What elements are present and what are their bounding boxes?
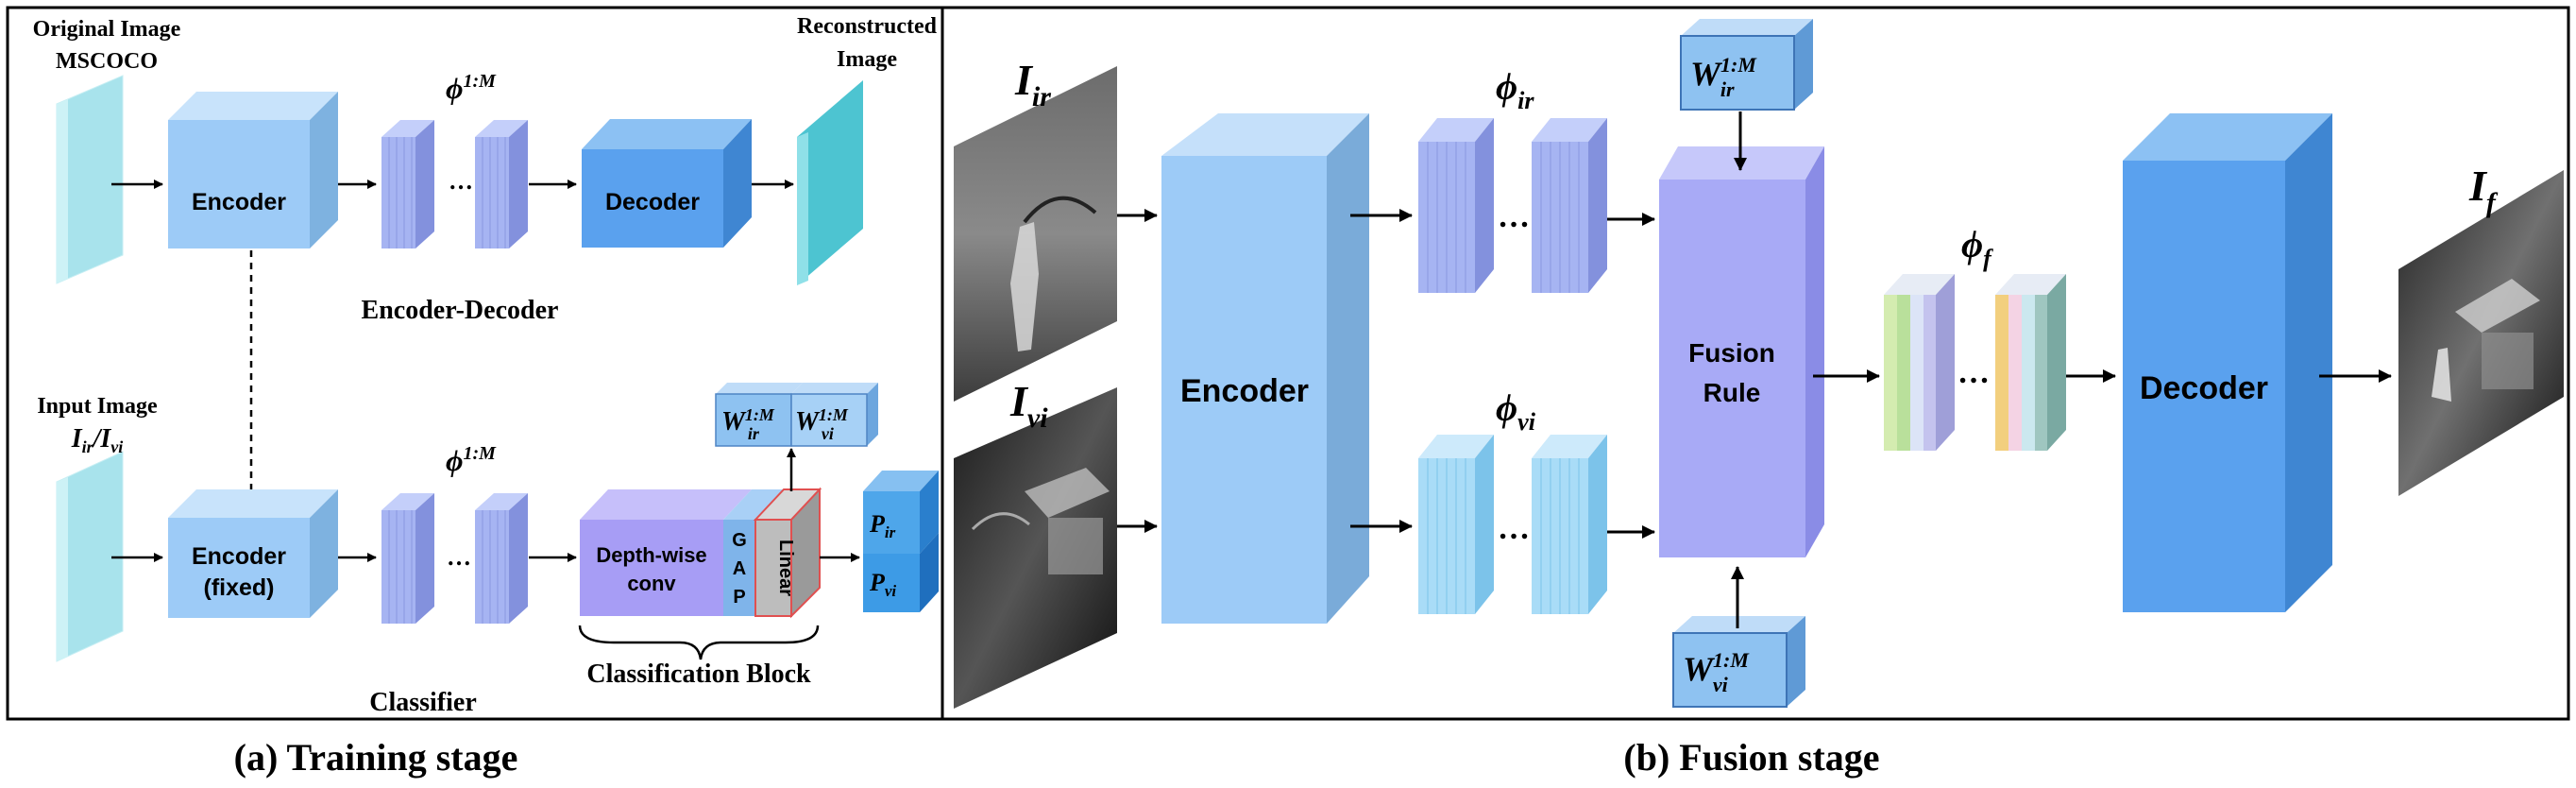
depthwise-label-2: conv <box>627 572 676 595</box>
w-vi-box-b <box>1672 616 1805 708</box>
gap-label-a: A <box>733 558 746 579</box>
linear-label: Linear <box>775 540 796 596</box>
dots-bottom-a: … <box>447 543 471 571</box>
dots-top-a: … <box>449 167 473 195</box>
feature-stack-bottom-1 <box>381 493 434 624</box>
encoder-decoder-label: Encoder-Decoder <box>362 296 559 325</box>
gap-label-p: P <box>733 587 745 608</box>
encoder-block-top <box>168 92 338 248</box>
p-ir-box <box>863 471 939 554</box>
feature-stack-top-1 <box>381 120 434 248</box>
p-ir-label: Pir <box>869 510 896 541</box>
phi-bottom-label: ϕ1:M <box>446 443 497 477</box>
input-formula: Iir/Ivi <box>71 424 124 456</box>
w-ir-box-a <box>715 383 803 447</box>
i-f-label: If <box>2468 162 2499 218</box>
dots-phi-vi: … <box>1498 511 1530 546</box>
i-vi-label: Ivi <box>1009 377 1048 434</box>
classification-brace <box>578 625 820 660</box>
caption-a: (a) Training stage <box>234 736 518 779</box>
linear-block <box>753 487 822 619</box>
phi-f-label: ϕf <box>1961 223 1993 272</box>
visible-image <box>954 387 1117 709</box>
phi-f-stack-1 <box>1884 274 1955 451</box>
gap-label-g: G <box>732 530 747 551</box>
phi-ir-stack-2 <box>1532 118 1607 293</box>
phi-vi-label: ϕvi <box>1496 386 1536 436</box>
encoder-fixed-label-1: Encoder <box>192 543 286 570</box>
w-ir-box-b <box>1680 19 1813 111</box>
decoder-label-fusion: Decoder <box>2140 370 2268 406</box>
classification-block-label: Classification Block <box>586 660 811 689</box>
phi-vi-stack-2 <box>1532 435 1607 614</box>
p-vi-box <box>863 533 939 612</box>
encoder-label-top: Encoder <box>192 189 286 215</box>
original-image-label-2: MSCOCO <box>56 49 158 74</box>
encoder-fixed-label-2: (fixed) <box>204 574 275 601</box>
phi-vi-stack-1 <box>1418 435 1494 614</box>
fusion-rule-label-1: Fusion <box>1688 338 1775 368</box>
encoder-label-fusion: Encoder <box>1180 373 1309 409</box>
input-image-label: Input Image <box>37 394 158 419</box>
phi-top-label: ϕ1:M <box>446 71 497 105</box>
caption-b: (b) Fusion stage <box>1623 736 1879 779</box>
decoder-block-top <box>582 119 752 248</box>
feature-stack-top-2 <box>475 120 528 248</box>
encoder-fixed-block <box>168 489 338 618</box>
decoder-label-top: Decoder <box>605 189 700 215</box>
depthwise-label-1: Depth-wise <box>596 543 706 567</box>
gap-block <box>723 489 784 616</box>
classifier-label: Classifier <box>369 688 477 717</box>
dots-phi-f: … <box>1957 355 1990 390</box>
phi-ir-label: ϕir <box>1496 65 1534 114</box>
original-image-slab <box>56 75 124 284</box>
phi-f-stack-2 <box>1995 274 2066 451</box>
decoder-block-fusion <box>2123 113 2332 612</box>
fused-image <box>2398 170 2564 496</box>
feature-stack-bottom-2 <box>475 493 528 624</box>
reconstructed-label-1: Reconstructed <box>797 14 938 39</box>
fusion-rule-block <box>1659 146 1824 557</box>
i-ir-label: Iir <box>1014 56 1051 112</box>
reconstructed-label-2: Image <box>837 47 897 72</box>
phi-ir-stack-1 <box>1418 118 1494 293</box>
encoder-block-fusion <box>1161 113 1369 624</box>
depthwise-conv-block <box>580 489 752 616</box>
panel-b-frame <box>941 6 2570 721</box>
w-vi-box-a <box>790 383 878 447</box>
fusion-rule-label-2: Rule <box>1703 378 1761 407</box>
input-image-slab <box>56 451 124 662</box>
dots-phi-ir: … <box>1498 199 1530 234</box>
p-vi-label: Pvi <box>869 569 896 600</box>
reconstructed-image-slab <box>797 80 863 285</box>
infrared-image <box>954 66 1117 402</box>
original-image-label-1: Original Image <box>33 17 181 42</box>
